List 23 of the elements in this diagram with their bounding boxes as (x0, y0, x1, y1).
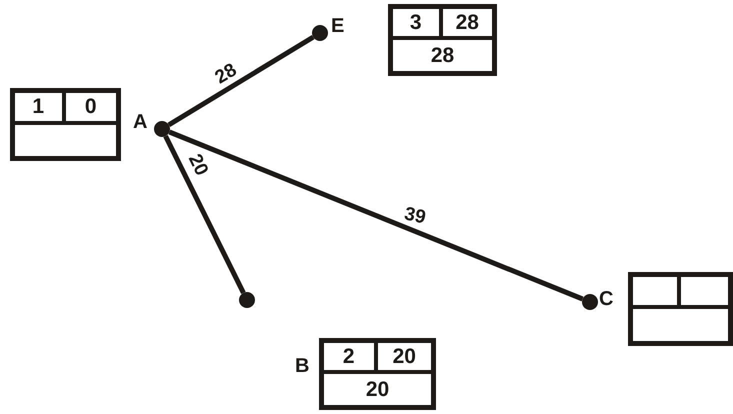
cell-value: 2 (342, 346, 355, 367)
cell-value: 20 (366, 379, 390, 400)
point-label: C (599, 289, 614, 309)
cell-value: 20 (392, 346, 416, 367)
point-label: E (331, 16, 344, 36)
connector-line (168, 130, 584, 302)
point-dot (312, 25, 328, 41)
point-dot (582, 294, 598, 310)
value-table (388, 4, 497, 76)
cell-value: 28 (456, 12, 479, 33)
point-label: B (295, 356, 310, 376)
value-table (319, 338, 436, 410)
cell-value: 3 (410, 12, 422, 33)
connector-line (168, 35, 314, 127)
point-dot (239, 292, 255, 308)
cell-value: 1 (32, 96, 44, 118)
empty-table (628, 272, 733, 346)
connector-line (163, 135, 246, 294)
point-label: A (133, 112, 148, 132)
cell-value: 28 (430, 45, 454, 66)
value-table (10, 88, 121, 161)
cell-value: 0 (84, 96, 97, 118)
point-dot (154, 121, 170, 137)
